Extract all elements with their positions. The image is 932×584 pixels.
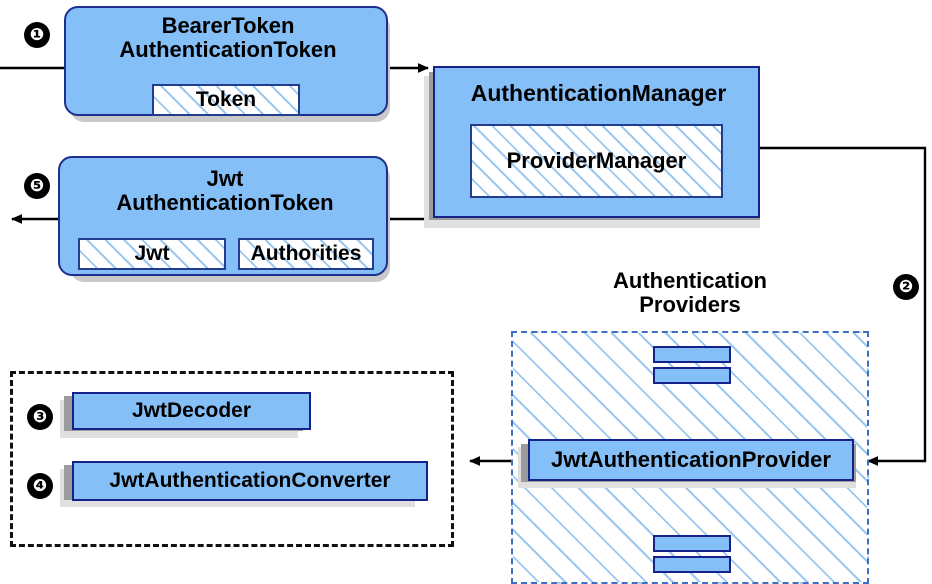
step-badge-5: ❺ bbox=[24, 173, 50, 199]
jwt-converter-label: JwtAuthenticationConverter bbox=[109, 468, 391, 492]
auth-manager-inner-providermanager-label: ProviderManager bbox=[506, 148, 687, 174]
jwt-token-inner-jwt: Jwt bbox=[78, 238, 226, 270]
bearer-token-inner-token-label: Token bbox=[195, 87, 257, 111]
jwt-provider-label: JwtAuthenticationProvider bbox=[551, 447, 831, 473]
step-badge-1: ❶ bbox=[24, 22, 50, 48]
provider-stack-top-bar-1 bbox=[653, 346, 731, 363]
auth-providers-title: Authentication Providers bbox=[613, 268, 767, 317]
jwt-token-title: Jwt AuthenticationToken bbox=[116, 166, 334, 215]
auth-manager-title: AuthenticationManager bbox=[470, 79, 727, 106]
step-badge-4: ❹ bbox=[27, 473, 53, 499]
support-group-region bbox=[10, 371, 454, 547]
auth-manager-inner-providermanager: ProviderManager bbox=[470, 124, 723, 198]
jwt-token-inner-jwt-label: Jwt bbox=[134, 241, 170, 265]
step-badge-3: ❸ bbox=[27, 404, 53, 430]
jwt-decoder-box[interactable]: JwtDecoder bbox=[72, 392, 311, 430]
provider-stack-bottom-bar-1 bbox=[653, 535, 731, 552]
bearer-token-box[interactable]: BearerToken AuthenticationToken Token bbox=[64, 6, 388, 116]
bearer-token-title: BearerToken AuthenticationToken bbox=[119, 13, 337, 62]
auth-manager-box[interactable]: AuthenticationManager ProviderManager bbox=[433, 66, 760, 218]
jwt-token-inner-authorities-label: Authorities bbox=[250, 241, 362, 265]
step-badge-2: ❷ bbox=[893, 274, 919, 300]
provider-stack-top-bar-2 bbox=[653, 367, 731, 384]
jwt-provider-box[interactable]: JwtAuthenticationProvider bbox=[528, 439, 854, 481]
provider-stack-bottom-bar-2 bbox=[653, 556, 731, 573]
jwt-token-box[interactable]: Jwt AuthenticationToken Jwt Authorities bbox=[58, 156, 388, 276]
bearer-token-inner-token: Token bbox=[152, 84, 300, 116]
jwt-converter-box[interactable]: JwtAuthenticationConverter bbox=[72, 461, 428, 501]
jwt-decoder-label: JwtDecoder bbox=[131, 398, 252, 422]
jwt-token-inner-authorities: Authorities bbox=[238, 238, 374, 270]
